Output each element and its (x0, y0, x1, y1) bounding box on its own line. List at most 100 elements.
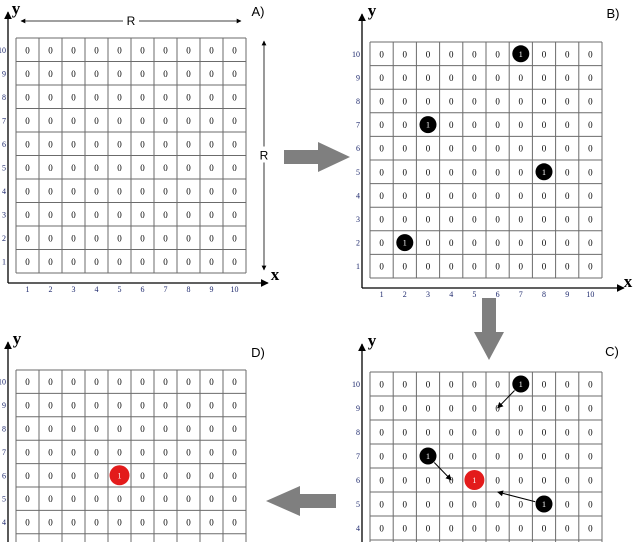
cell-value: 0 (588, 500, 593, 510)
cell-value: 0 (403, 476, 408, 486)
cell-value: 0 (25, 139, 30, 149)
cell-value: 0 (542, 120, 547, 130)
cell-value: 0 (519, 215, 524, 225)
cell-value: 0 (449, 524, 454, 534)
x-tick-label: 10 (586, 290, 594, 299)
cell-value: 0 (403, 120, 408, 130)
cell-value: 0 (94, 116, 99, 126)
cell-value: 0 (403, 380, 408, 390)
cell-value: 0 (94, 377, 99, 387)
cell-value: 0 (140, 233, 145, 243)
cell-value: 0 (25, 401, 30, 411)
particles: 1 (109, 465, 130, 486)
cell-value: 0 (472, 167, 477, 177)
height-dimension-label: R (260, 149, 269, 163)
cell-value: 0 (519, 191, 524, 201)
x-tick-label: 6 (141, 285, 145, 294)
cell-value: 0 (565, 120, 570, 130)
y-tick-label: 3 (2, 210, 6, 219)
cell-value: 0 (519, 428, 524, 438)
y-tick-label: 5 (2, 495, 6, 504)
cell-value: 0 (232, 210, 237, 220)
x-tick-label: 2 (403, 290, 407, 299)
cell-value: 0 (25, 45, 30, 55)
movement-arrow (497, 490, 536, 503)
cell-value: 0 (140, 92, 145, 102)
cell-value: 0 (186, 186, 191, 196)
cell-value: 0 (472, 380, 477, 390)
cell-value: 0 (140, 518, 145, 528)
cell-value: 0 (495, 404, 500, 414)
cell-value: 0 (472, 500, 477, 510)
cell-value: 0 (449, 500, 454, 510)
y-tick-label: 7 (2, 448, 6, 457)
cell-value: 0 (140, 116, 145, 126)
panel-label: D) (251, 345, 265, 360)
cell-value: 0 (449, 144, 454, 154)
cell-value: 0 (209, 92, 214, 102)
cell-value: 0 (94, 139, 99, 149)
particle-count: 1 (403, 239, 407, 248)
cell-value: 0 (495, 428, 500, 438)
cell-value: 0 (209, 494, 214, 504)
cell-value: 0 (449, 452, 454, 462)
cell-value: 0 (495, 238, 500, 248)
cell-value: 0 (117, 401, 122, 411)
cell-value: 0 (495, 167, 500, 177)
cell-value: 0 (209, 424, 214, 434)
cell-value: 0 (379, 191, 384, 201)
grid (369, 371, 603, 542)
cell-value: 0 (588, 428, 593, 438)
cell-value: 0 (140, 210, 145, 220)
cell-value: 0 (379, 404, 384, 414)
cell-value: 0 (519, 97, 524, 107)
cell-value: 0 (403, 500, 408, 510)
cell-value: 0 (232, 92, 237, 102)
y-tick-label: 9 (2, 401, 6, 410)
cell-value: 0 (232, 163, 237, 173)
cell-value: 0 (186, 471, 191, 481)
cell-value: 0 (403, 428, 408, 438)
cell-value: 0 (472, 191, 477, 201)
cell-value: 0 (588, 476, 593, 486)
cell-value: 0 (94, 163, 99, 173)
cell-value: 0 (588, 97, 593, 107)
cell-value: 0 (426, 167, 431, 177)
cell-value: 0 (588, 452, 593, 462)
y-tick-label: 10 (352, 380, 360, 389)
cell-value: 0 (472, 97, 477, 107)
cell-value: 0 (25, 69, 30, 79)
cell-value: 0 (379, 500, 384, 510)
cell-value: 0 (163, 139, 168, 149)
cell-value: 0 (232, 401, 237, 411)
cell-value: 0 (209, 471, 214, 481)
y-tick-label: 4 (356, 191, 360, 200)
cell-value: 0 (495, 215, 500, 225)
cell-value: 0 (542, 428, 547, 438)
cell-value: 0 (71, 116, 76, 126)
x-axis-label: x (624, 272, 633, 291)
cell-value: 0 (209, 69, 214, 79)
cell-value: 0 (426, 97, 431, 107)
cell-value: 0 (449, 380, 454, 390)
cell-value: 0 (209, 186, 214, 196)
cell-value: 0 (542, 97, 547, 107)
cell-value: 0 (94, 233, 99, 243)
cell-value: 0 (209, 518, 214, 528)
cell-value: 0 (588, 380, 593, 390)
cell-value: 0 (565, 404, 570, 414)
y-tick-label: 6 (2, 140, 6, 149)
cell-value: 0 (403, 262, 408, 272)
cell-value: 0 (117, 494, 122, 504)
y-tick-label: 7 (2, 116, 6, 125)
cell-value: 0 (117, 210, 122, 220)
cell-value: 0 (403, 524, 408, 534)
cell-value: 0 (542, 215, 547, 225)
cell-value: 0 (542, 73, 547, 83)
cell-value: 0 (163, 69, 168, 79)
cell-value: 0 (163, 233, 168, 243)
flow-arrow-right (284, 142, 350, 172)
